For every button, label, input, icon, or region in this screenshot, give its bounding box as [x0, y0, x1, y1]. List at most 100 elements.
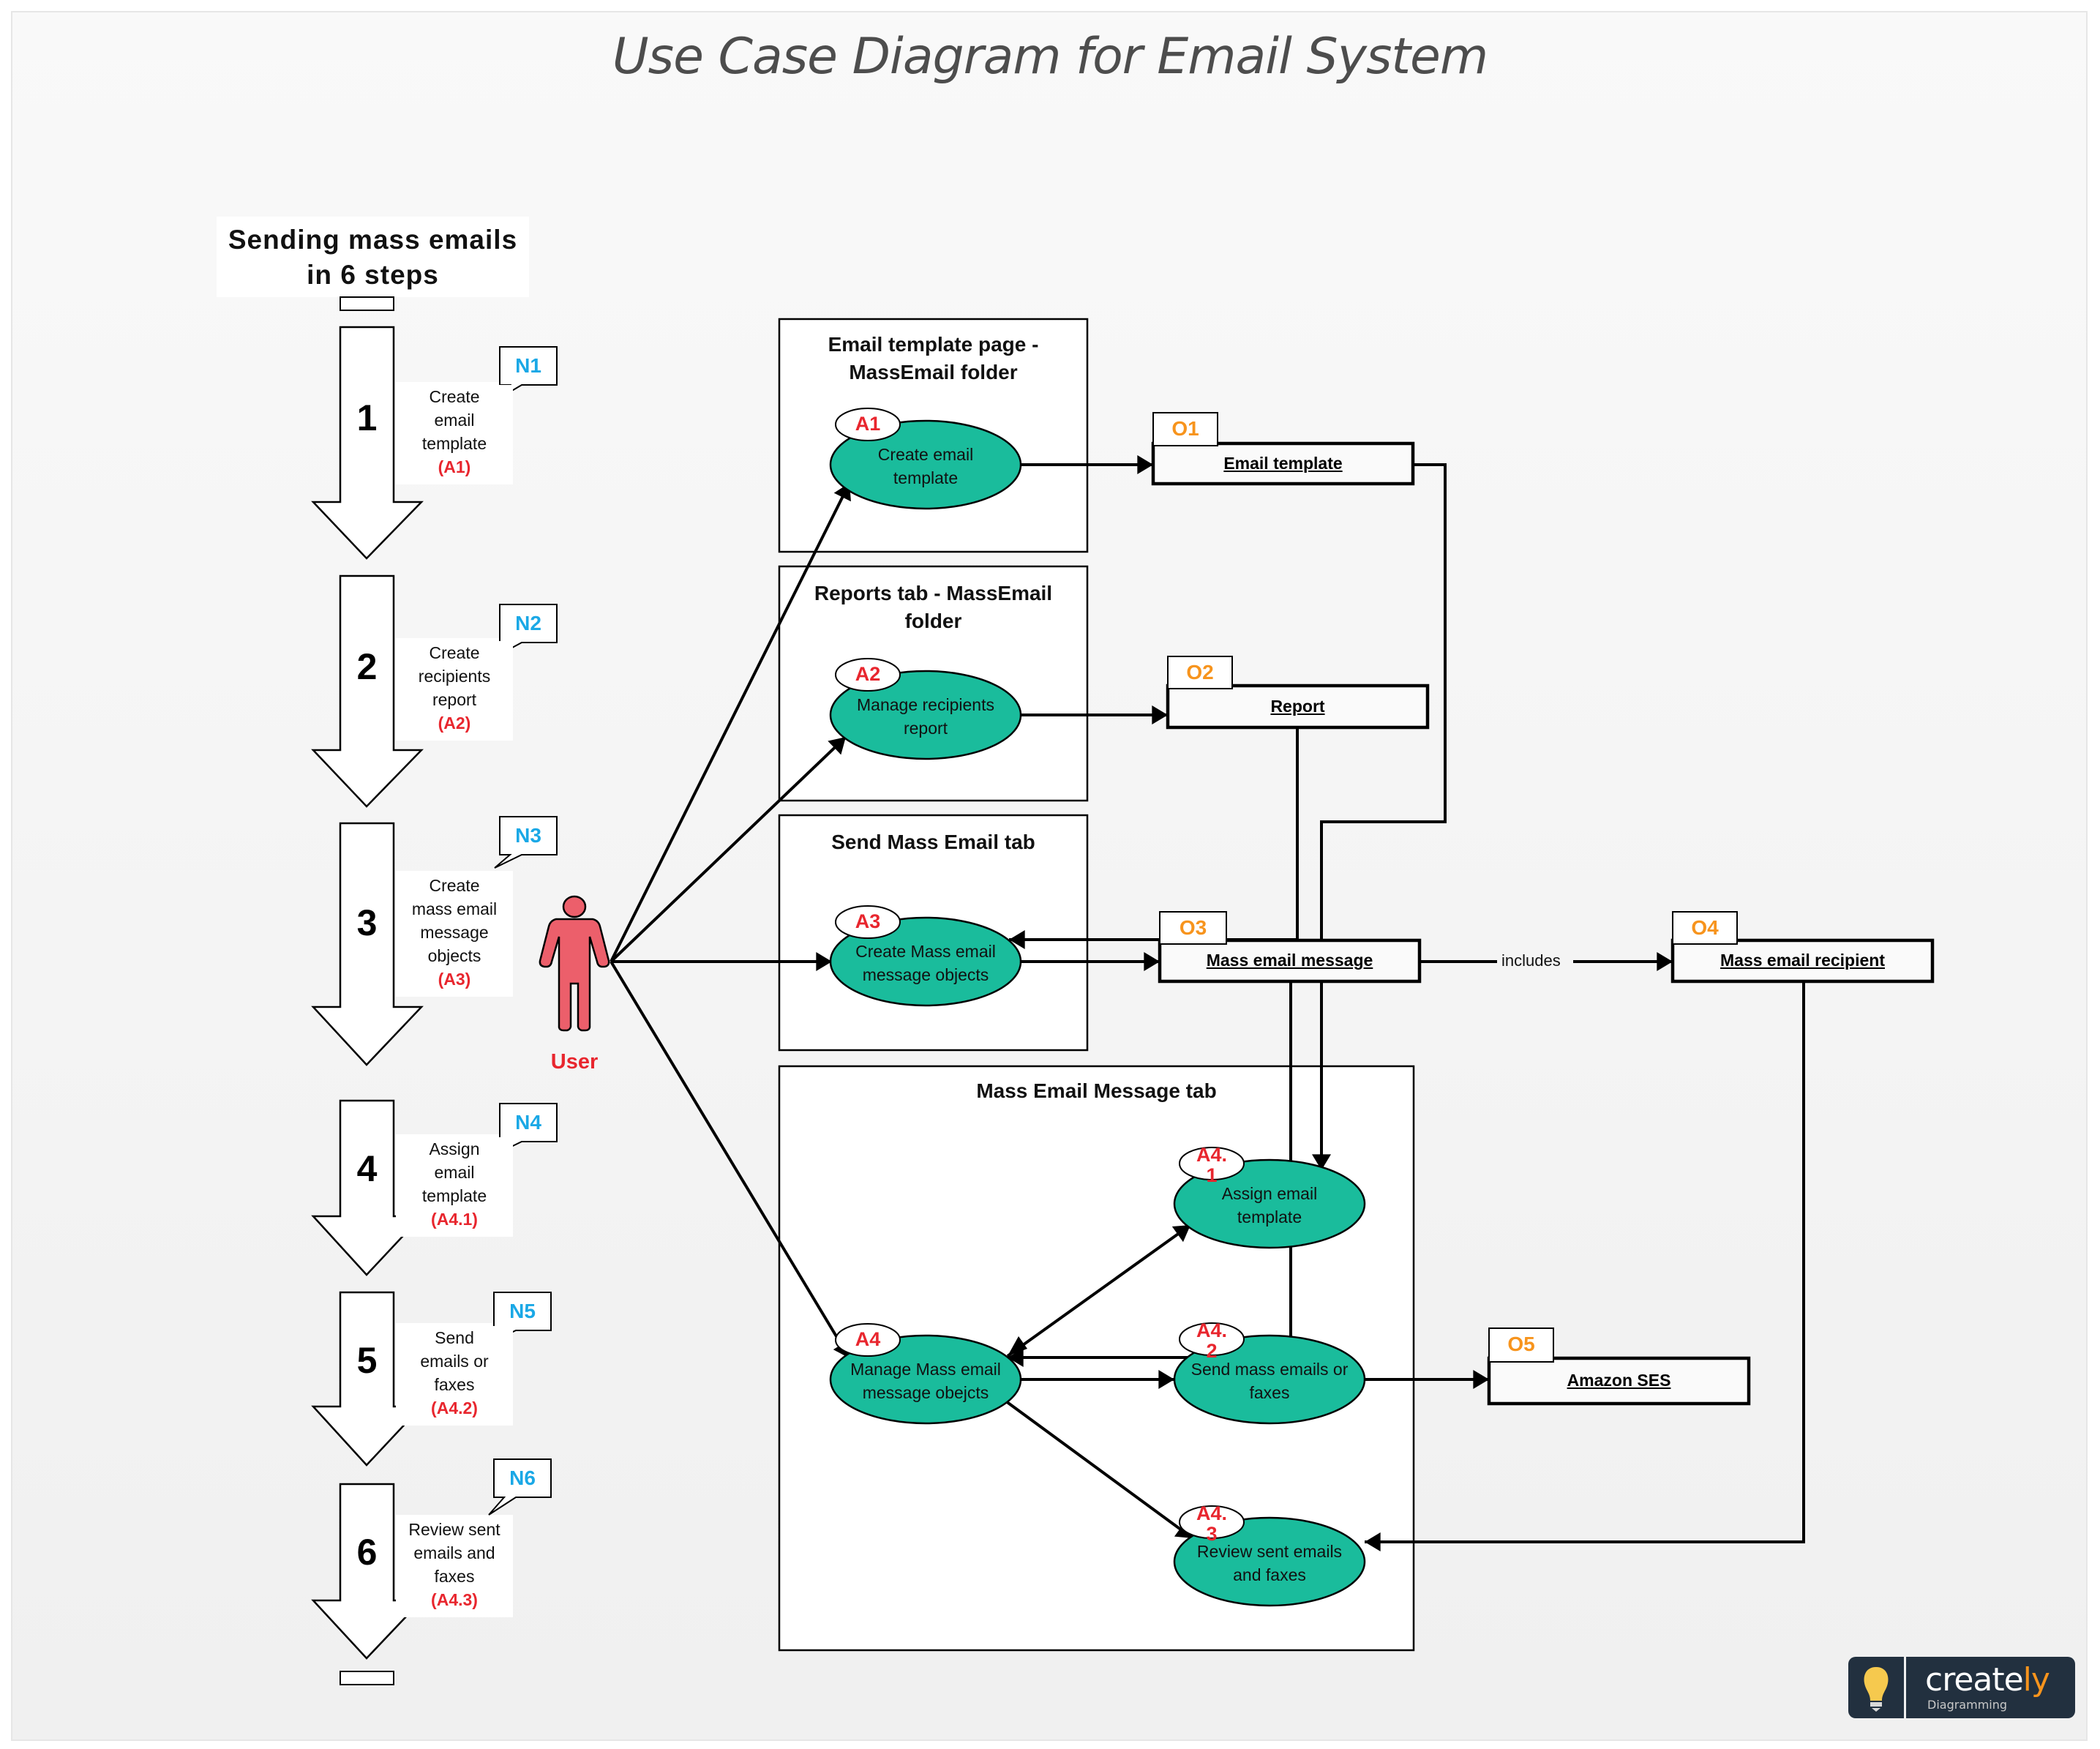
step-description-line: objects	[427, 946, 481, 965]
includes-label: includes	[1497, 951, 1565, 970]
step-description-line: faxes	[434, 1375, 475, 1394]
use-case-id-badge	[835, 658, 901, 692]
step-description-line: Review sent	[408, 1520, 500, 1539]
logo-word-accent: ly	[2022, 1661, 2050, 1699]
object-id-tab	[1152, 412, 1218, 446]
use-case-label-line: Review sent emails	[1196, 1542, 1343, 1561]
object-box[interactable]	[1487, 1356, 1751, 1406]
use-case-label-line: faxes	[1249, 1383, 1290, 1402]
step-description-line: email	[434, 411, 475, 430]
logo-subtitle: Diagramming	[1927, 1698, 2008, 1712]
step-description-line: Create	[429, 387, 480, 406]
connector-a4-a41	[1006, 1224, 1192, 1357]
note-callout	[488, 1458, 552, 1516]
object-box[interactable]	[1151, 441, 1415, 486]
step-description-line: report	[432, 690, 477, 709]
object-id-tab	[1159, 911, 1227, 945]
step-arrow	[311, 326, 424, 560]
boundary-title-line: MassEmail folder	[849, 361, 1018, 383]
step-activity-ref: (A2)	[438, 714, 471, 733]
logo-word-main: create	[1925, 1661, 2024, 1699]
use-case-ellipse[interactable]	[829, 1334, 1022, 1425]
use-case-id-line: A4.	[1196, 1319, 1228, 1341]
step-description-line: email	[434, 1163, 475, 1182]
object-id: O4	[1691, 916, 1719, 939]
connector-a4-a43	[1005, 1400, 1194, 1540]
use-case-ellipse[interactable]	[1173, 1158, 1366, 1249]
use-case-ellipse[interactable]	[829, 916, 1022, 1007]
use-case-id-badge	[1179, 1322, 1245, 1356]
use-case-ellipse[interactable]	[829, 670, 1022, 760]
use-case-id-line: A4.	[1196, 1144, 1228, 1166]
use-case-id-line: 1	[1206, 1164, 1218, 1186]
step-description-line: template	[421, 434, 487, 453]
note-label: N4	[515, 1111, 541, 1134]
use-case-id: A4.1	[1180, 1145, 1244, 1186]
connector-o1-a41	[1312, 463, 1447, 1171]
note-label: N3	[515, 824, 541, 847]
step-arrow	[311, 1099, 424, 1276]
object-label: Report	[1270, 696, 1325, 716]
note-label: N5	[509, 1300, 536, 1322]
creately-logo: creately Diagramming	[1848, 1657, 2075, 1718]
actor-user-icon[interactable]	[539, 895, 610, 1032]
object-box[interactable]	[1670, 938, 1935, 984]
step-number: 4	[356, 1148, 378, 1189]
boundary-title-reports-tab: Reports tab - MassEmail folder	[779, 580, 1087, 635]
object-id: O5	[1507, 1333, 1535, 1355]
use-case-ellipse[interactable]	[1173, 1334, 1366, 1425]
use-case-id-line: A4.	[1196, 1502, 1228, 1524]
object-id: O2	[1186, 661, 1214, 684]
connector-user-a4	[610, 960, 851, 1360]
object-label: Mass email recipient	[1720, 951, 1885, 970]
use-case-id-badge	[1179, 1505, 1245, 1539]
object-box[interactable]	[1166, 684, 1430, 730]
step-start-marker	[340, 296, 394, 311]
use-case-id-badge	[835, 408, 901, 441]
boundary-title-send-mass-email-tab: Send Mass Email tab	[779, 828, 1087, 856]
arrowhead-a41-to-a4	[1008, 1336, 1027, 1356]
connector-o4-a43	[1364, 981, 1805, 1551]
object-label: Email template	[1223, 453, 1343, 473]
use-case-label-line: and faxes	[1233, 1565, 1306, 1584]
steps-header-line1: Sending mass emails	[228, 225, 518, 255]
steps-header-line2: in 6 steps	[307, 260, 439, 290]
diagram-title: Use Case Diagram for Email System	[612, 28, 1488, 86]
use-case-ellipse[interactable]	[829, 419, 1022, 510]
object-id-tab	[1672, 911, 1738, 945]
use-case-label-line: Assign email	[1221, 1184, 1318, 1203]
use-case-id-line: 3	[1206, 1523, 1218, 1545]
step-number: 5	[356, 1340, 378, 1381]
use-case-id-badge	[835, 1323, 901, 1357]
use-case-ellipse[interactable]	[1173, 1516, 1366, 1607]
step-description-line: message	[420, 923, 489, 942]
connector-user-a2	[610, 735, 847, 963]
object-box[interactable]	[1158, 938, 1422, 984]
note-label: N2	[515, 612, 541, 634]
step-description-line: recipients	[418, 667, 491, 686]
note-label: N1	[515, 354, 541, 377]
step-number: 2	[356, 646, 378, 687]
note-label: N6	[509, 1467, 536, 1489]
actor-label: User	[550, 1050, 599, 1074]
use-case-id: A3	[855, 910, 881, 932]
step-description-line: template	[421, 1186, 487, 1205]
step-number: 3	[356, 902, 378, 943]
object-label: Amazon SES	[1567, 1371, 1671, 1390]
use-case-label-line: Create Mass email	[855, 942, 996, 961]
step-arrow	[311, 574, 424, 808]
use-case-label-line: message obejcts	[862, 1383, 989, 1402]
step-end-marker	[340, 1671, 394, 1685]
step-activity-ref: (A4.3)	[431, 1590, 478, 1609]
use-case-id-line: 2	[1206, 1340, 1218, 1362]
step-description-line: mass email	[411, 899, 498, 918]
